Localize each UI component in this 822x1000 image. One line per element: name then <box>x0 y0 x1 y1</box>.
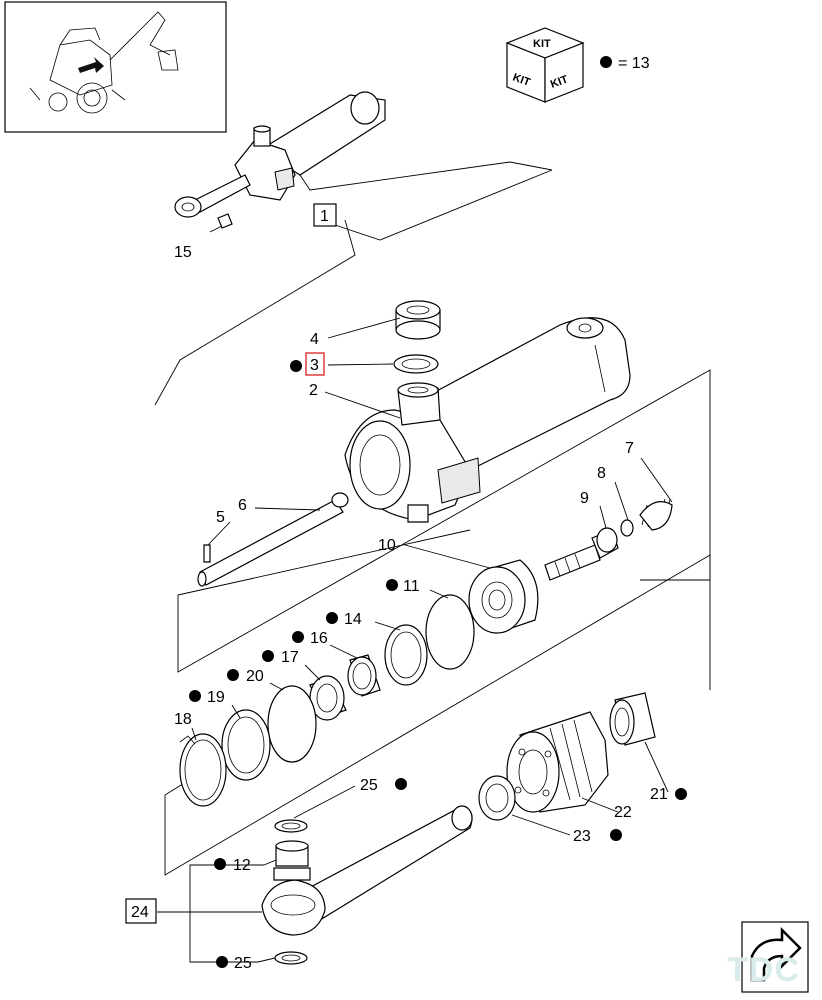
kit-dot-16 <box>292 631 304 643</box>
callout-14[interactable]: 14 <box>344 611 362 628</box>
callout-box-3-selected[interactable] <box>305 352 325 376</box>
arrow-icon <box>750 926 802 982</box>
callout-18[interactable]: 18 <box>174 711 192 728</box>
ring-23 <box>478 775 516 821</box>
ring-16 <box>347 654 381 697</box>
callout-box-1[interactable] <box>313 203 337 227</box>
kit-legend-text: = 13 <box>618 55 650 72</box>
seal-14 <box>384 624 428 686</box>
rod-guide-22 <box>506 711 609 813</box>
kit-dot-3 <box>290 360 302 372</box>
callout-2[interactable]: 2 <box>309 382 318 399</box>
piston-10 <box>468 559 539 634</box>
callout-20[interactable]: 20 <box>246 668 264 685</box>
kit-dot-25-top <box>395 778 407 790</box>
callout-17[interactable]: 17 <box>281 649 299 666</box>
callout-8[interactable]: 8 <box>597 465 606 482</box>
seal-ring-3 <box>393 354 439 374</box>
callout-5[interactable]: 5 <box>216 509 225 526</box>
snap-ring-18 <box>179 733 227 807</box>
seal-19 <box>221 709 271 781</box>
kit-dot-icon <box>600 56 612 68</box>
callout-10[interactable]: 10 <box>378 537 396 554</box>
kit-dot-12 <box>214 858 226 870</box>
kit-dot-11 <box>386 579 398 591</box>
o-ring-20 <box>267 685 317 763</box>
kit-label-top: KIT <box>533 38 551 50</box>
kit-cube-icon: KIT KIT KIT <box>505 27 585 103</box>
cylinder-body <box>344 317 631 523</box>
pin-5 <box>203 544 211 563</box>
callout-25-top[interactable]: 25 <box>360 777 378 794</box>
callout-11[interactable]: 11 <box>403 578 420 595</box>
kit-dot-25-bottom <box>216 956 228 968</box>
callout-12[interactable]: 12 <box>233 857 251 874</box>
callout-24[interactable]: 24 <box>131 904 149 921</box>
callout-15[interactable]: 15 <box>174 244 192 261</box>
callout-21[interactable]: 21 <box>650 786 668 803</box>
assembled-cylinder <box>174 91 386 229</box>
kit-dot-17 <box>262 650 274 662</box>
kit-dot-23 <box>610 829 622 841</box>
callout-25-bottom[interactable]: 25 <box>234 955 252 972</box>
next-page-button[interactable] <box>741 921 809 993</box>
watermark-logo: TDC <box>727 951 800 989</box>
leader-lines <box>157 225 673 963</box>
callout-23[interactable]: 23 <box>573 828 591 845</box>
kit-dot-20 <box>227 669 239 681</box>
callout-22[interactable]: 22 <box>614 804 632 821</box>
callout-9[interactable]: 9 <box>580 490 589 507</box>
kit-legend: = 13 <box>600 55 650 72</box>
kit-label-left: KIT <box>511 72 532 89</box>
machine-thumbnail[interactable] <box>4 1 227 133</box>
callout-7[interactable]: 7 <box>625 440 634 457</box>
callout-labels: 1 15 4 3 2 7 8 9 6 5 10 11 14 16 17 20 1… <box>125 203 687 972</box>
callout-16[interactable]: 16 <box>310 630 328 647</box>
kit-dot-19 <box>189 690 201 702</box>
piston-rod-24 <box>261 805 473 965</box>
o-ring-11 <box>425 594 475 670</box>
pin-rod-6 <box>197 492 349 587</box>
callout-19[interactable]: 19 <box>207 689 225 706</box>
spring-7 <box>639 498 673 531</box>
callout-1[interactable]: 1 <box>320 208 329 225</box>
kit-label-right: KIT <box>549 73 570 90</box>
kit-dot-14 <box>326 612 338 624</box>
callout-box-24[interactable] <box>125 898 157 924</box>
washer-8 <box>620 519 634 537</box>
bushing-21 <box>609 692 656 746</box>
callout-4[interactable]: 4 <box>310 331 319 348</box>
bolt-9 <box>544 527 619 581</box>
callout-3[interactable]: 3 <box>310 357 319 374</box>
callout-6[interactable]: 6 <box>238 497 247 514</box>
bushing-4 <box>395 300 441 340</box>
kit-dot-21 <box>675 788 687 800</box>
